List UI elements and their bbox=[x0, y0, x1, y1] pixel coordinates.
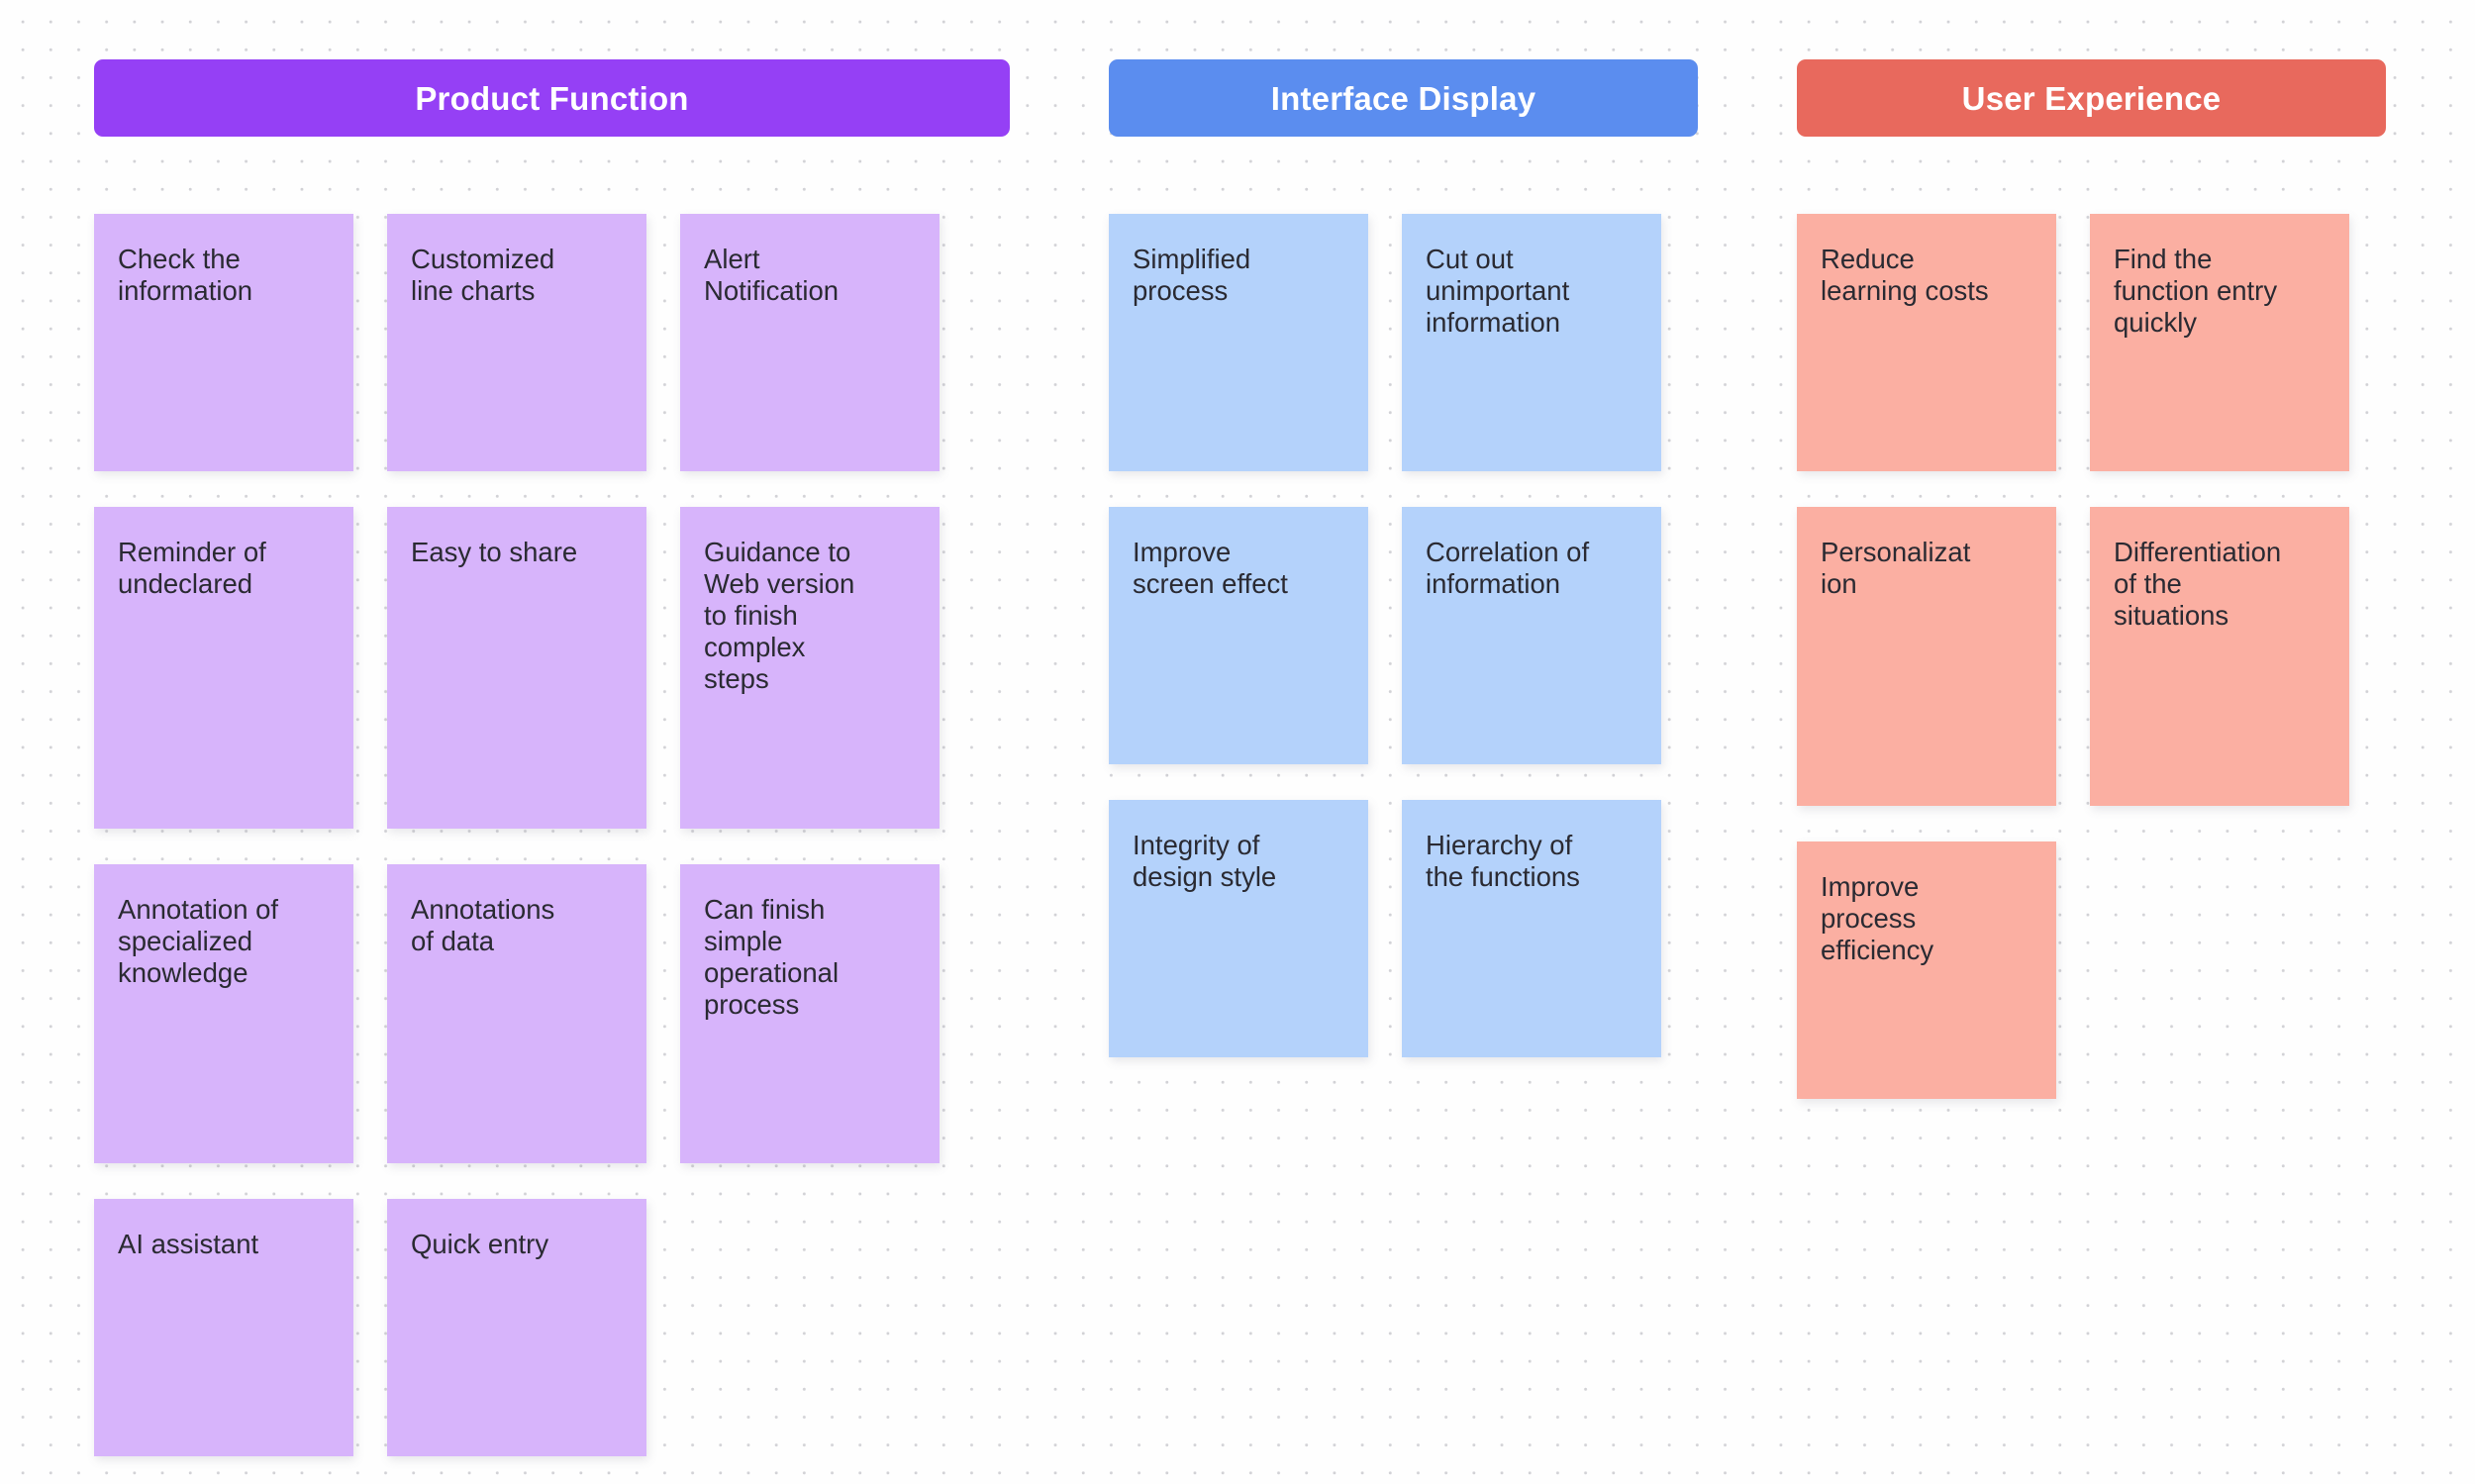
sticky-note[interactable]: Can finish simple operational process bbox=[680, 864, 940, 1163]
column-header-user-experience[interactable]: User Experience bbox=[1797, 59, 2386, 137]
sticky-note-text: Improve screen effect bbox=[1133, 537, 1288, 599]
notes-grid-interface-display: Simplified process Cut out unimportant in… bbox=[1109, 214, 1698, 1057]
sticky-note-text: Annotation of specialized knowledge bbox=[118, 894, 279, 988]
sticky-note[interactable]: Reduce learning costs bbox=[1797, 214, 2056, 471]
sticky-note-text: Correlation of information bbox=[1426, 537, 1590, 599]
sticky-note[interactable]: Cut out unimportant information bbox=[1402, 214, 1661, 471]
sticky-note[interactable]: Personalizat ion bbox=[1797, 507, 2056, 806]
sticky-note-text: Find the function entry quickly bbox=[2114, 244, 2278, 338]
sticky-note-text: Simplified process bbox=[1133, 244, 1251, 306]
sticky-note[interactable]: Differentiation of the situations bbox=[2090, 507, 2349, 806]
sticky-note[interactable]: Quick entry bbox=[387, 1199, 646, 1456]
column-header-label: Interface Display bbox=[1270, 79, 1536, 117]
sticky-note[interactable]: Integrity of design style bbox=[1109, 800, 1368, 1057]
sticky-note-text: Guidance to Web version to finish comple… bbox=[704, 537, 855, 694]
sticky-note[interactable]: Annotations of data bbox=[387, 864, 646, 1163]
sticky-note-text: Easy to share bbox=[411, 537, 578, 567]
notes-grid-product-function: Check the information Customized line cha… bbox=[94, 214, 1010, 1456]
sticky-note-text: Improve process efficiency bbox=[1821, 871, 1934, 965]
sticky-note[interactable]: Correlation of information bbox=[1402, 507, 1661, 764]
sticky-note-text: Reminder of undeclared bbox=[118, 537, 266, 599]
sticky-note-text: Annotations of data bbox=[411, 894, 555, 956]
column-header-label: Product Function bbox=[415, 79, 689, 117]
sticky-note[interactable]: Hierarchy of the functions bbox=[1402, 800, 1661, 1057]
sticky-note[interactable]: Improve process efficiency bbox=[1797, 841, 2056, 1099]
sticky-note-text: Personalizat ion bbox=[1821, 537, 1971, 599]
column-header-interface-display[interactable]: Interface Display bbox=[1109, 59, 1698, 137]
sticky-note-text: Quick entry bbox=[411, 1229, 549, 1259]
sticky-note[interactable]: Simplified process bbox=[1109, 214, 1368, 471]
sticky-note-text: Differentiation of the situations bbox=[2114, 537, 2282, 631]
sticky-note[interactable]: Find the function entry quickly bbox=[2090, 214, 2349, 471]
column-header-label: User Experience bbox=[1961, 79, 2222, 117]
sticky-note[interactable]: Alert Notification bbox=[680, 214, 940, 471]
column-header-product-function[interactable]: Product Function bbox=[94, 59, 1010, 137]
sticky-note-text: Alert Notification bbox=[704, 244, 840, 306]
sticky-note[interactable]: Annotation of specialized knowledge bbox=[94, 864, 353, 1163]
sticky-note[interactable]: Guidance to Web version to finish comple… bbox=[680, 507, 940, 829]
sticky-note-text: Integrity of design style bbox=[1133, 830, 1277, 892]
sticky-note[interactable]: Check the information bbox=[94, 214, 353, 471]
sticky-note-text: Reduce learning costs bbox=[1821, 244, 1989, 306]
sticky-note-text: Customized line charts bbox=[411, 244, 555, 306]
sticky-note-text: AI assistant bbox=[118, 1229, 259, 1259]
sticky-note-text: Cut out unimportant information bbox=[1426, 244, 1570, 338]
sticky-note[interactable]: AI assistant bbox=[94, 1199, 353, 1456]
notes-grid-user-experience: Reduce learning costs Find the function e… bbox=[1797, 214, 2386, 1099]
sticky-note[interactable]: Customized line charts bbox=[387, 214, 646, 471]
sticky-note[interactable]: Improve screen effect bbox=[1109, 507, 1368, 764]
sticky-note-text: Hierarchy of the functions bbox=[1426, 830, 1580, 892]
sticky-note-text: Can finish simple operational process bbox=[704, 894, 840, 1020]
sticky-note[interactable]: Reminder of undeclared bbox=[94, 507, 353, 829]
sticky-note[interactable]: Easy to share bbox=[387, 507, 646, 829]
sticky-note-text: Check the information bbox=[118, 244, 253, 306]
